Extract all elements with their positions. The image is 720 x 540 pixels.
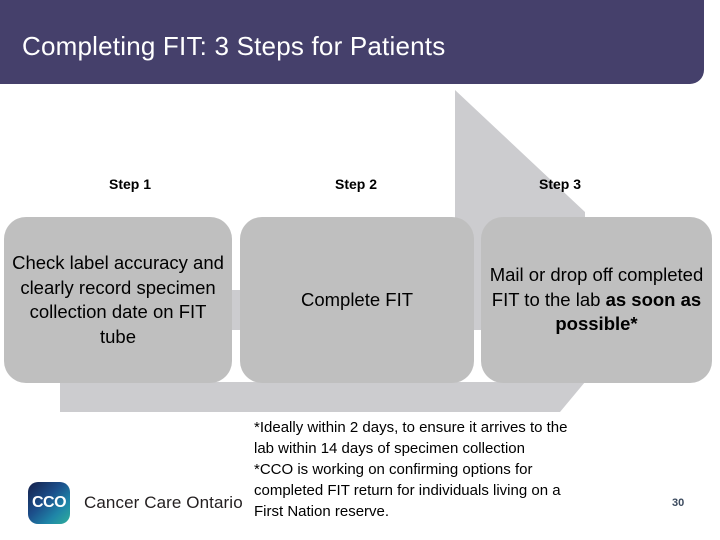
step-box-2: Complete FIT [240,217,474,383]
footnote-line-5: First Nation reserve. [254,503,390,520]
step-box-3-regular-text: Mail or drop off completed FIT to the la… [489,264,704,310]
step-box-1-text: Check label accuracy and clearly record … [12,251,224,349]
cancer-care-ontario-logo: CCO Cancer Care Ontario [28,482,243,524]
step-label-3: Step 3 [538,176,581,192]
page-title: Completing FIT: 3 Steps for Patients [22,31,446,61]
step-box-1: Check label accuracy and clearly record … [4,217,232,383]
step-box-3: Mail or drop off completed FIT to the la… [481,217,712,383]
step-box-2-text: Complete FIT [248,288,466,313]
step-box-3-text: Mail or drop off completed FIT to the la… [489,263,704,337]
page-number: 30 [672,497,685,509]
footnote-block: *Ideally within 2 days, to ensure it arr… [254,417,646,522]
step-box-1-regular-text: Check label accuracy and clearly record … [12,252,224,347]
footnote-line-1: *Ideally within 2 days, to ensure it arr… [254,419,568,436]
footnote-line-4: completed FIT return for individuals liv… [254,482,561,499]
step-label-2: Step 2 [334,176,377,192]
cco-logo-mark-text: CCO [31,494,67,511]
title-banner: Completing FIT: 3 Steps for Patients [0,0,704,84]
footnote-line-2: lab within 14 days of specimen collectio… [254,440,525,457]
cco-logo-icon: CCO [28,482,70,524]
step-box-3-emphasis-text: as soon as possible* [555,288,702,335]
footnote-line-3: *CCO is working on confirming options fo… [254,461,533,478]
step-box-2-regular-text: Complete FIT [300,288,414,310]
logo-wordmark: Cancer Care Ontario [84,493,243,512]
step-label-1: Step 1 [108,176,151,192]
